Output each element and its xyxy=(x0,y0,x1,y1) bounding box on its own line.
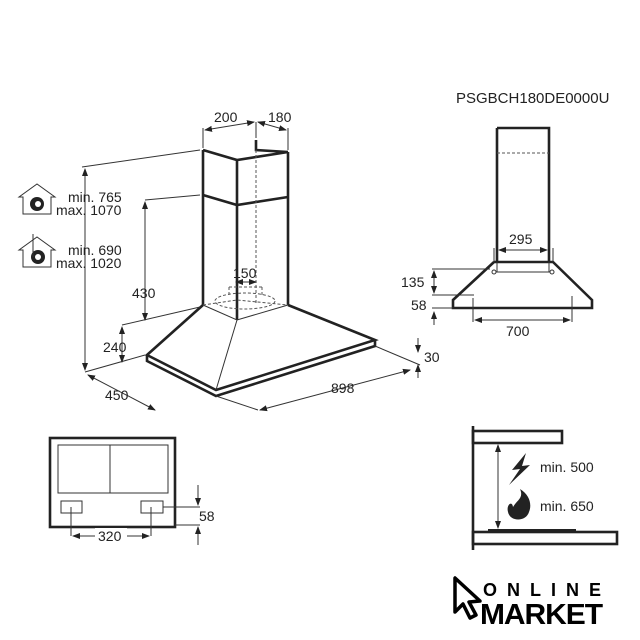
outlet-diameter-label: 150 xyxy=(233,265,257,281)
hood-isometric-view xyxy=(81,120,421,412)
front-height-58-label: 58 xyxy=(411,297,427,313)
hood-front-view xyxy=(431,126,594,325)
bottom-offset-58-label: 58 xyxy=(199,508,215,524)
front-height-135-label: 135 xyxy=(401,274,425,290)
extraction-max-label: max. 1070 xyxy=(56,202,122,218)
hood-bottom-view xyxy=(48,436,201,545)
depth-450-label: 450 xyxy=(105,387,129,403)
front-chimney-width-label: 295 xyxy=(509,231,533,247)
recirculation-min-label: min. 690 xyxy=(68,242,122,258)
width-898-label: 898 xyxy=(331,380,355,396)
flame-icon xyxy=(507,489,531,520)
height-240-label: 240 xyxy=(103,339,127,355)
lightning-icon xyxy=(509,453,530,485)
height-430-label: 430 xyxy=(132,285,156,301)
logo-line2: MARKET xyxy=(480,599,603,631)
gas-clearance-label: min. 650 xyxy=(540,498,594,514)
logo-line1: ONLINE xyxy=(483,580,611,600)
extraction-min-label: min. 765 xyxy=(68,189,122,205)
model-code: PSGBCH180DE0000U xyxy=(456,90,609,107)
electric-clearance-label: min. 500 xyxy=(540,459,594,475)
cursor-icon xyxy=(453,576,482,620)
recirculation-max-label: max. 1020 xyxy=(56,255,122,271)
lip-30-label: 30 xyxy=(424,349,440,365)
chimney-depth-label: 180 xyxy=(268,109,292,125)
online-market-logo: ONLINE MARKET xyxy=(453,576,611,631)
chimney-width-label: 200 xyxy=(214,109,238,125)
bottom-spacing-320-label: 320 xyxy=(98,528,122,544)
house-extraction-icon xyxy=(17,183,57,215)
house-recirculation-icon xyxy=(17,234,57,268)
clearance-diagram xyxy=(471,426,619,550)
front-width-700-label: 700 xyxy=(506,323,530,339)
